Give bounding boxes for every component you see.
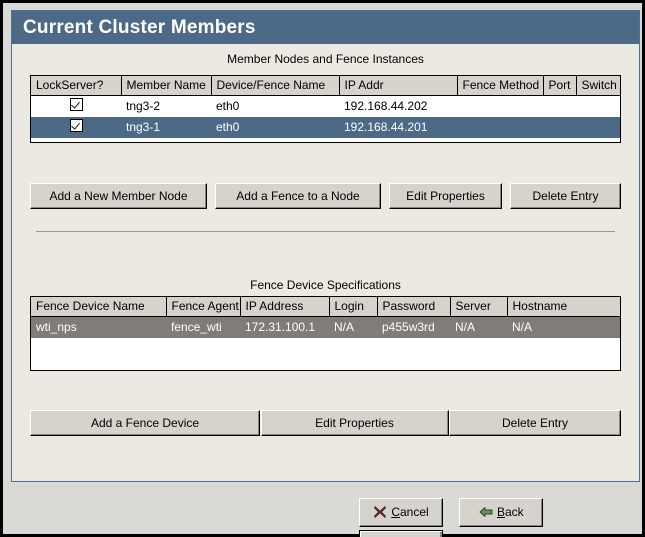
col-ip-addr[interactable]: IP Addr xyxy=(339,76,458,96)
col-fence-device-name[interactable]: Fence Device Name xyxy=(31,297,167,317)
cell-ip-addr: 192.168.44.201 xyxy=(339,116,457,138)
back-label: Back xyxy=(497,505,524,519)
table-header-row: LockServer? Member Name Device/Fence Nam… xyxy=(31,76,620,96)
table-row[interactable]: tng3-2 eth0 192.168.44.202 xyxy=(31,96,620,117)
member-nodes-button-row: Add a New Member Node Add a Fence to a N… xyxy=(30,183,621,209)
cell-ip-address: 172.31.100.1 xyxy=(240,316,329,338)
cell-fence-agent: fence_wti xyxy=(166,316,240,338)
member-nodes-table[interactable]: LockServer? Member Name Device/Fence Nam… xyxy=(30,75,621,143)
dialog-nav-bar: Cancel Back Forward xyxy=(359,498,642,537)
cell-port xyxy=(543,96,576,117)
cell-fence-method xyxy=(457,96,543,117)
fence-delete-entry-button[interactable]: Delete Entry xyxy=(449,410,621,436)
cell-switch: N/A xyxy=(576,138,620,143)
cell-switch xyxy=(576,116,620,138)
cancel-x-icon xyxy=(373,502,387,519)
cell-fence-device-name: wti_nps xyxy=(31,316,166,338)
table-row[interactable]: wti_nps N/A power 1 N/A xyxy=(31,138,620,143)
cancel-label: Cancel xyxy=(391,505,428,519)
col-port[interactable]: Port xyxy=(543,76,577,96)
cancel-rest: ancel xyxy=(399,505,429,519)
cell-fence-method xyxy=(457,116,543,138)
col-switch[interactable]: Switch xyxy=(576,76,620,96)
cell-member-name xyxy=(121,138,211,143)
back-mnemonic: B xyxy=(496,505,505,519)
col-login[interactable]: Login xyxy=(329,297,378,317)
fence-edit-properties-button[interactable]: Edit Properties xyxy=(260,410,449,436)
cancel-button[interactable]: Cancel xyxy=(359,498,443,527)
table-row[interactable]: tng3-1 eth0 192.168.44.201 xyxy=(31,116,620,138)
cell-member-name: tng3-2 xyxy=(126,98,161,113)
cell-device-fence-name: wti_nps xyxy=(211,138,339,143)
cell-port: 1 xyxy=(543,138,576,143)
member-nodes-caption: Member Nodes and Fence Instances xyxy=(227,52,424,66)
cell-ip-addr: N/A xyxy=(339,138,457,143)
table-header-row: Fence Device Name Fence Agent IP Address… xyxy=(31,297,620,317)
col-fence-method[interactable]: Fence Method xyxy=(457,76,544,96)
cell-member-name: tng3-1 xyxy=(121,116,211,138)
cell-fence-method: power xyxy=(457,138,543,143)
col-ip-address[interactable]: IP Address xyxy=(240,297,330,317)
cell-hostname: N/A xyxy=(507,316,620,338)
cancel-mnemonic: C xyxy=(391,505,400,519)
cell-password: p455w3rd xyxy=(377,316,450,338)
col-hostname[interactable]: Hostname xyxy=(507,297,620,317)
add-fence-device-button[interactable]: Add a Fence Device xyxy=(30,410,260,436)
dialog-panel: Current Cluster Members Member Nodes and… xyxy=(11,10,640,482)
col-server[interactable]: Server xyxy=(450,297,508,317)
cell-lockserver[interactable] xyxy=(31,138,121,143)
cell-lockserver[interactable] xyxy=(31,116,121,138)
back-button[interactable]: Back xyxy=(459,498,544,527)
section-divider xyxy=(36,231,615,232)
table-row[interactable]: wti_nps fence_wti 172.31.100.1 N/A p455w… xyxy=(31,316,620,338)
back-rest: ack xyxy=(505,505,524,519)
col-member-name[interactable]: Member Name xyxy=(121,76,212,96)
fence-device-grid: Fence Device Name Fence Agent IP Address… xyxy=(31,297,620,338)
cell-server: N/A xyxy=(450,316,507,338)
cell-port xyxy=(543,116,576,138)
cell-switch xyxy=(576,96,620,117)
cell-login: N/A xyxy=(329,316,377,338)
cell-lockserver[interactable] xyxy=(31,96,121,117)
arrow-left-icon xyxy=(479,502,493,517)
col-password[interactable]: Password xyxy=(377,297,451,317)
member-delete-entry-button[interactable]: Delete Entry xyxy=(510,183,621,209)
member-edit-properties-button[interactable]: Edit Properties xyxy=(389,183,502,209)
cell-ip-addr: 192.168.44.202 xyxy=(344,98,428,113)
forward-button[interactable]: Forward xyxy=(359,530,443,537)
add-new-member-node-button[interactable]: Add a New Member Node xyxy=(30,183,207,209)
checkbox-icon[interactable] xyxy=(70,98,83,112)
col-device-fence-name[interactable]: Device/Fence Name xyxy=(211,76,340,96)
cell-device-fence-name: eth0 xyxy=(216,98,240,113)
fence-device-table[interactable]: Fence Device Name Fence Agent IP Address… xyxy=(30,296,621,371)
col-fence-agent[interactable]: Fence Agent xyxy=(166,297,241,317)
panel-body: Member Nodes and Fence Instances xyxy=(12,44,639,481)
fence-device-button-row: Add a Fence Device Edit Properties Delet… xyxy=(30,410,621,436)
col-lockserver[interactable]: LockServer? xyxy=(31,76,122,96)
cell-device-fence-name: eth0 xyxy=(211,116,339,138)
add-fence-to-node-button[interactable]: Add a Fence to a Node xyxy=(215,183,381,209)
page-title: Current Cluster Members xyxy=(12,11,639,44)
member-nodes-grid: LockServer? Member Name Device/Fence Nam… xyxy=(31,76,620,143)
checkbox-icon[interactable] xyxy=(70,119,83,132)
fence-device-caption: Fence Device Specifications xyxy=(250,278,401,292)
